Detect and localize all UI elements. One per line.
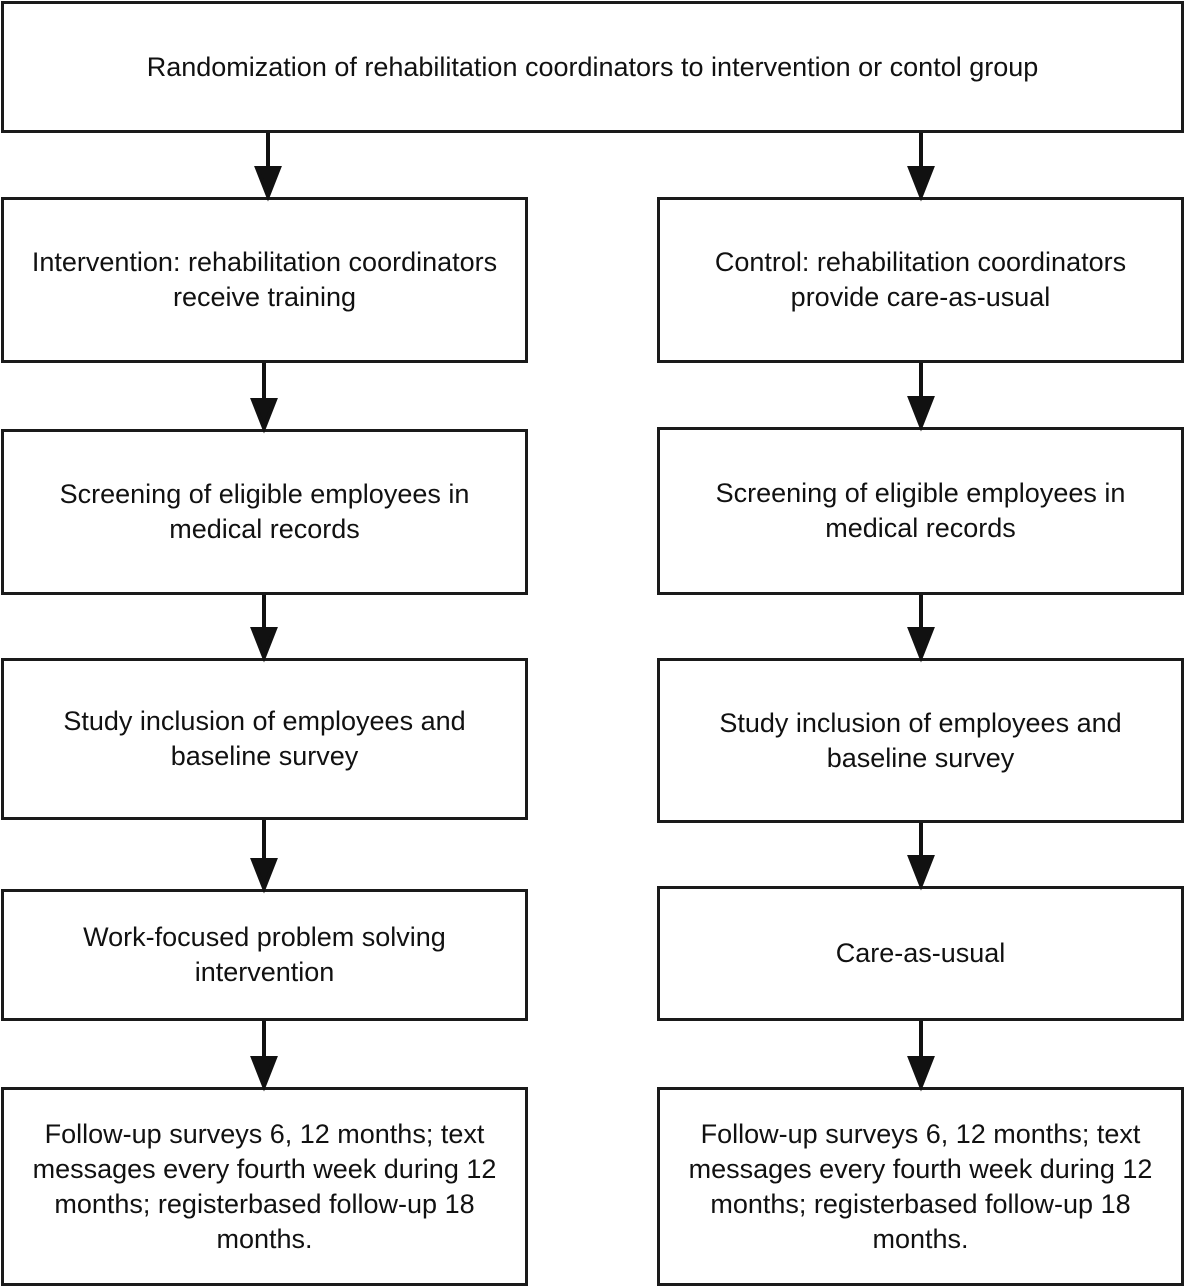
- control-followup-box: Follow-up surveys 6, 12 months; text mes…: [657, 1087, 1184, 1286]
- intervention-problem-solving-box: Work-focused problem solving interventio…: [1, 889, 528, 1021]
- arrow-top-to-intervention: [254, 133, 282, 202]
- arrow-top-to-control: [907, 133, 935, 202]
- arrow-intervention-4-5: [250, 1021, 278, 1092]
- arrow-intervention-1-2: [250, 363, 278, 434]
- arrow-intervention-2-3: [250, 595, 278, 663]
- arrow-control-4-5: [907, 1021, 935, 1092]
- intervention-problem-solving-text: Work-focused problem solving interventio…: [83, 922, 446, 987]
- arrow-control-3-4: [907, 823, 935, 891]
- intervention-followup-text: Follow-up surveys 6, 12 months; text mes…: [32, 1118, 497, 1254]
- intervention-followup-box: Follow-up surveys 6, 12 months; text mes…: [1, 1087, 528, 1286]
- intervention-screening-text: Screening of eligible employees in medic…: [59, 479, 470, 544]
- arrow-intervention-3-4: [250, 820, 278, 894]
- arrow-control-2-3: [907, 595, 935, 663]
- control-followup-text: Follow-up surveys 6, 12 months; text mes…: [688, 1118, 1153, 1254]
- intervention-screening-box: Screening of eligible employees in medic…: [1, 429, 528, 595]
- control-care-text: Control: rehabilitation coordinators pro…: [714, 247, 1127, 312]
- control-care-as-usual-text: Care-as-usual: [835, 938, 1006, 968]
- control-screening-text: Screening of eligible employees in medic…: [715, 478, 1126, 543]
- arrow-control-1-2: [907, 363, 935, 432]
- intervention-training-text: Intervention: rehabilitation coordinator…: [31, 247, 498, 312]
- randomization-box: Randomization of rehabilitation coordina…: [1, 1, 1184, 133]
- control-inclusion-box: Study inclusion of employees and baselin…: [657, 658, 1184, 823]
- intervention-inclusion-text: Study inclusion of employees and baselin…: [63, 706, 466, 771]
- randomization-text: Randomization of rehabilitation coordina…: [146, 51, 1039, 82]
- control-care-box: Control: rehabilitation coordinators pro…: [657, 197, 1184, 363]
- control-inclusion-text: Study inclusion of employees and baselin…: [719, 707, 1122, 773]
- intervention-training-box: Intervention: rehabilitation coordinator…: [1, 197, 528, 363]
- intervention-inclusion-box: Study inclusion of employees and baselin…: [1, 658, 528, 820]
